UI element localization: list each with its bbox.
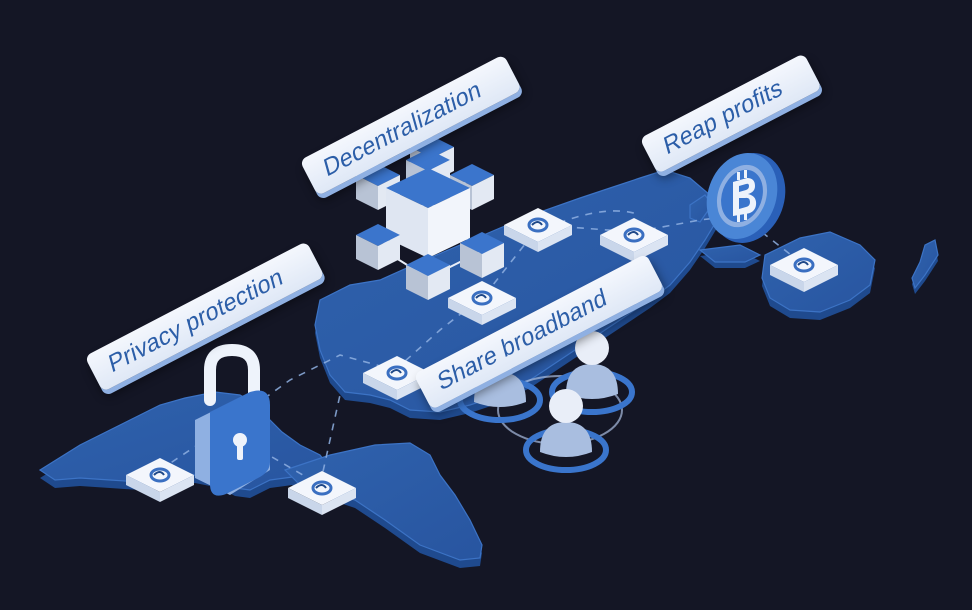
new-zealand: [911, 239, 939, 290]
padlock-icon: [195, 343, 270, 496]
japan: [689, 194, 713, 223]
crypto-coin-icon: [706, 153, 786, 243]
users-group-icon: [460, 331, 632, 470]
blockchain-cubes-icon: [356, 136, 504, 300]
indonesia: [698, 244, 762, 263]
